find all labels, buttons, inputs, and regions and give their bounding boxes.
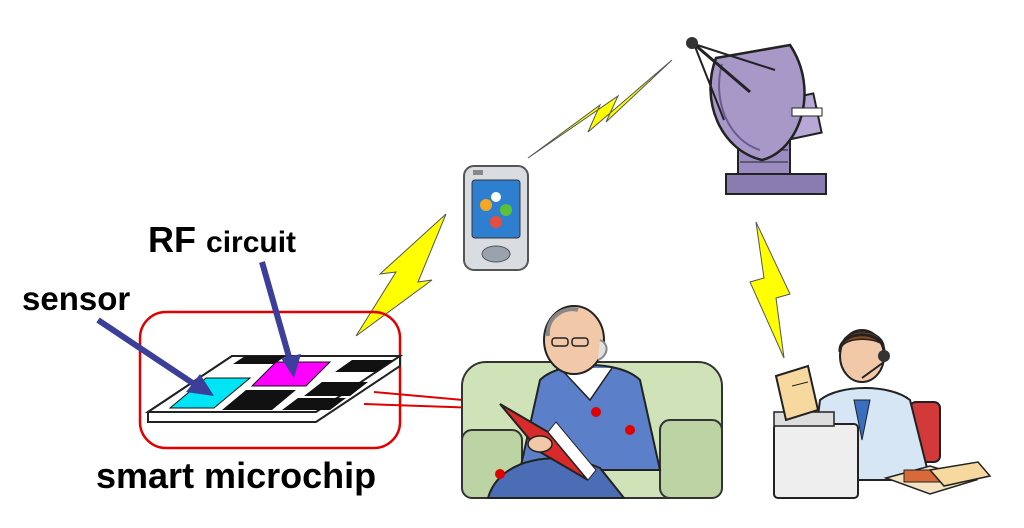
sensor-arrow xyxy=(96,317,214,396)
satellite-dish-icon xyxy=(686,37,827,195)
lightning-bolt-pda-dish xyxy=(527,59,673,159)
elderly-man-reading-icon xyxy=(461,305,723,499)
call-center-operator-icon xyxy=(773,329,992,499)
rf-circuit-arrow xyxy=(259,261,301,378)
rf-label: RF xyxy=(148,219,196,260)
rf-circuit-label: RF circuit xyxy=(148,222,296,258)
microchip-icon xyxy=(138,310,404,450)
microchip-highlight-outline xyxy=(138,310,402,450)
lightning-bolt-chip-pda xyxy=(355,213,447,337)
pda-icon xyxy=(463,165,529,271)
sensor-label: sensor xyxy=(22,280,131,317)
rf-circuit-region xyxy=(250,361,332,387)
circuit-label: circuit xyxy=(206,226,297,259)
lightning-bolt-dish-operator xyxy=(749,221,791,359)
smart-microchip-label: smart microchip xyxy=(96,455,377,496)
